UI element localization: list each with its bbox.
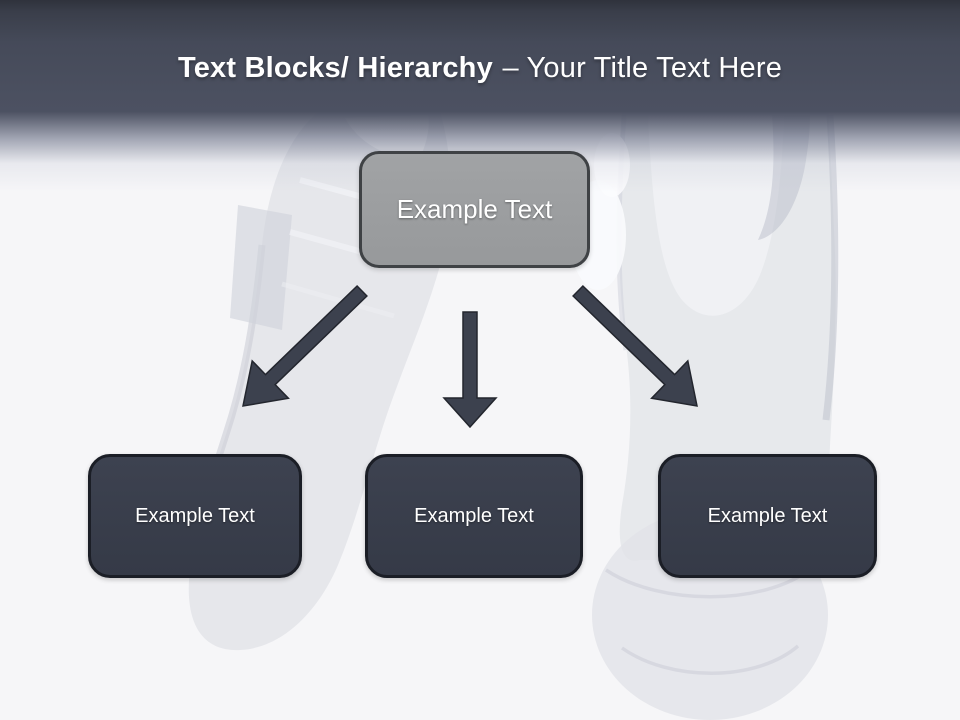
node-child-left-label: Example Text	[135, 504, 255, 527]
node-child-left: Example Text	[88, 454, 302, 578]
node-root-label: Example Text	[396, 194, 553, 224]
arrow-down-icon	[442, 311, 498, 429]
node-child-middle: Example Text	[365, 454, 583, 578]
node-child-right: Example Text	[658, 454, 877, 578]
slide-title-regular: – Your Title Text Here	[502, 52, 783, 84]
node-child-right-label: Example Text	[707, 504, 828, 527]
node-child-middle-label: Example Text	[414, 504, 534, 527]
slide-title: Text Blocks/ Hierarchy – Your Title Text …	[0, 52, 960, 85]
slide-title-bold: Text Blocks/ Hierarchy	[177, 52, 493, 84]
arrow-down-left-icon	[242, 284, 368, 407]
node-root: Example Text	[359, 151, 590, 268]
arrow-down-right-icon	[572, 284, 698, 407]
